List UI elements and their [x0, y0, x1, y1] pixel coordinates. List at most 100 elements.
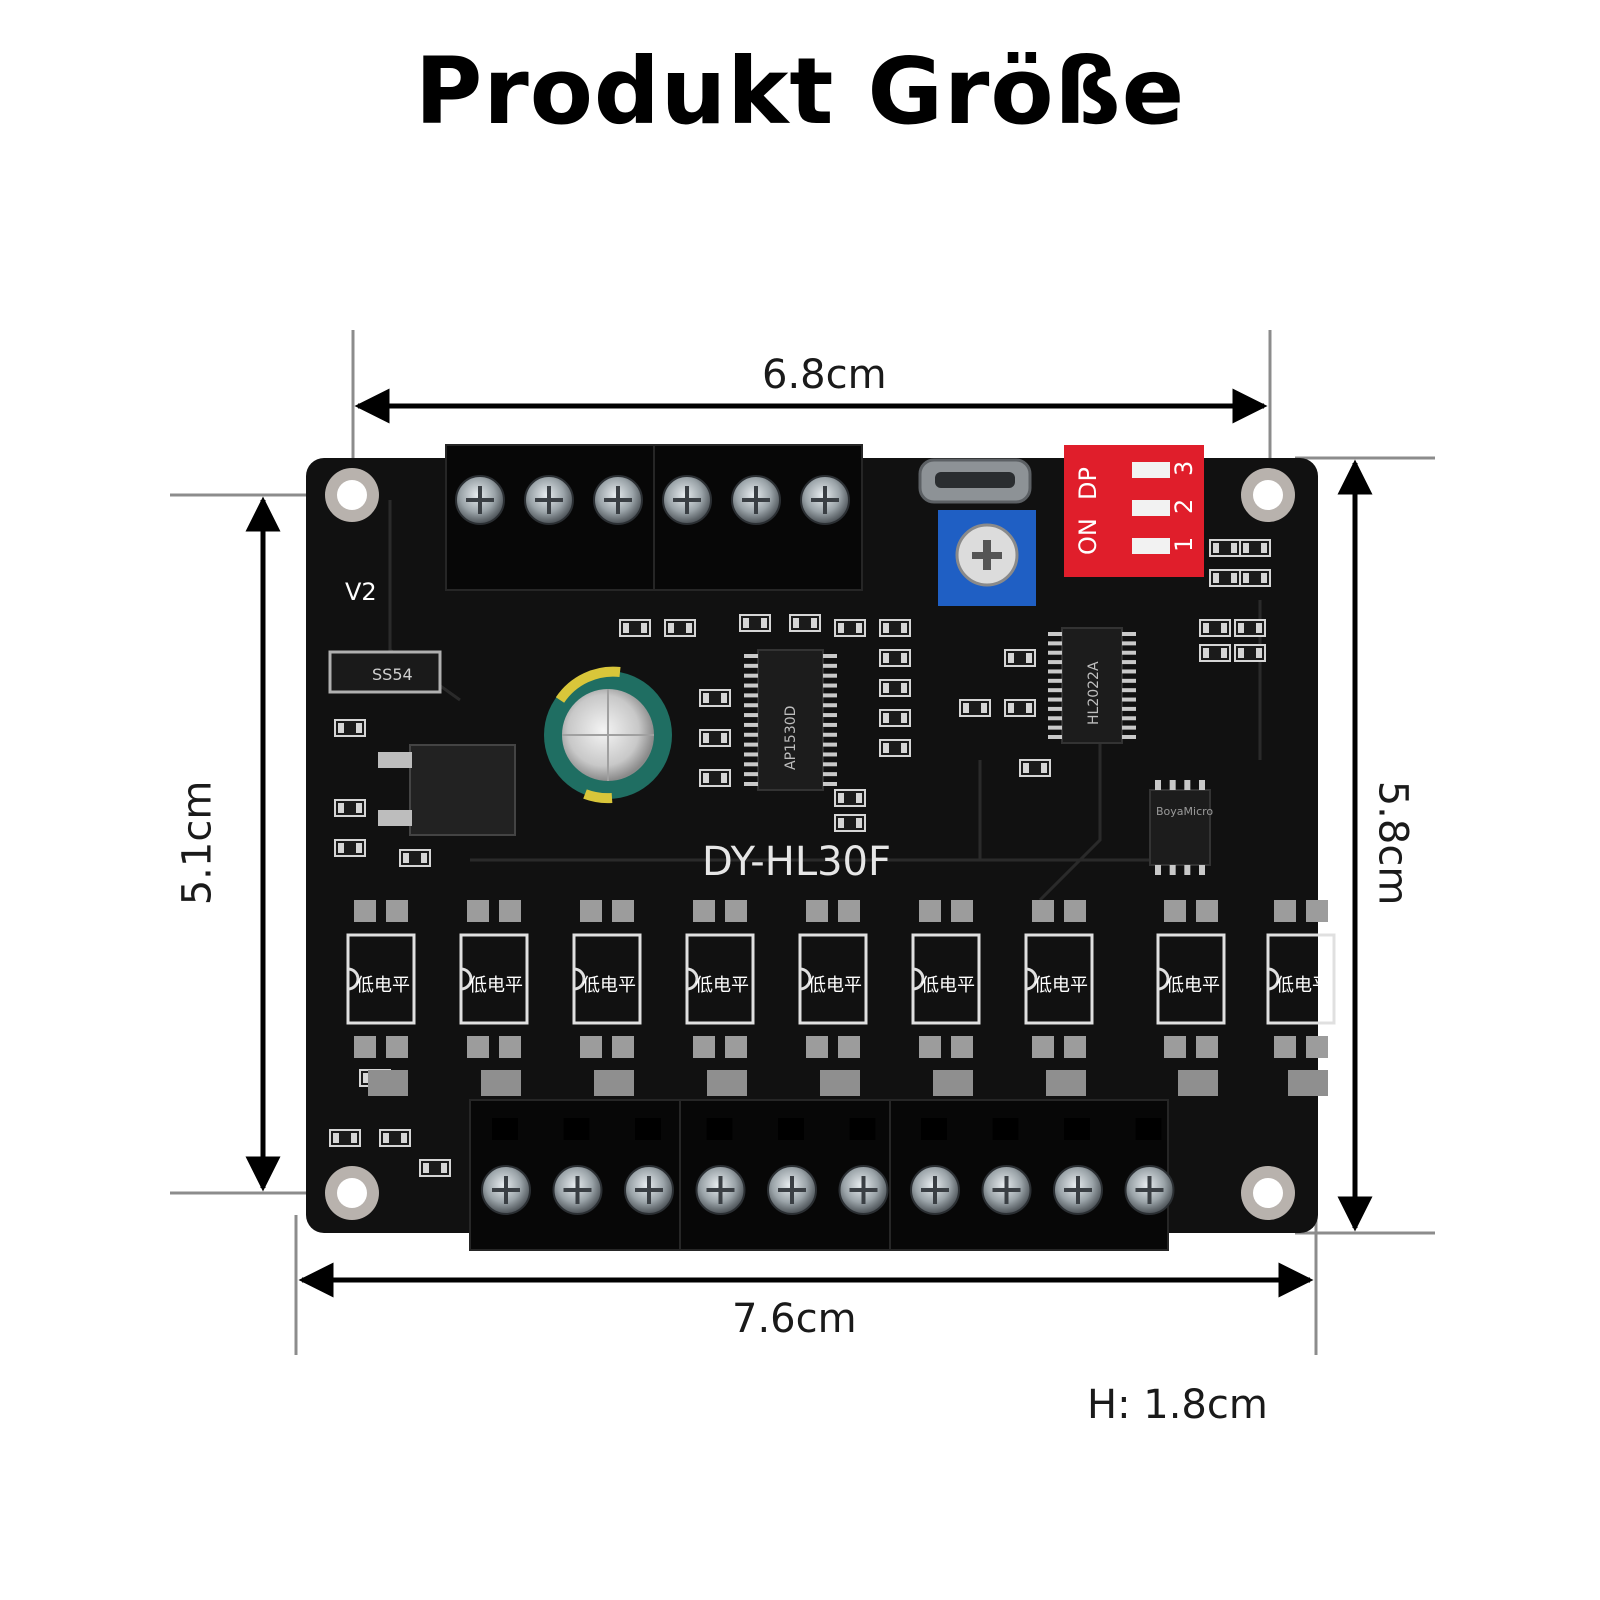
terminal-window — [992, 1118, 1019, 1140]
terminal-screw-bottom — [624, 1165, 674, 1215]
chip-pin — [744, 722, 758, 727]
dip-number-3: 3 — [1170, 461, 1198, 476]
terminal-screw-top — [731, 475, 781, 525]
smd-component — [334, 719, 366, 737]
optocoupler: 低电平 — [1156, 900, 1226, 1096]
chip-pin — [1184, 865, 1191, 875]
smd-component — [879, 709, 911, 727]
solder-pad — [1032, 1036, 1054, 1058]
smd-component — [329, 1129, 361, 1147]
optocoupler-label: 低电平 — [469, 975, 523, 996]
solder-pad — [1064, 1036, 1086, 1058]
solder-pad — [1288, 1070, 1328, 1096]
solder-pad — [354, 1036, 376, 1058]
chip-pin — [823, 742, 837, 747]
chip-pin — [823, 673, 837, 678]
terminal-screw-bottom — [981, 1165, 1032, 1215]
smd-component — [834, 814, 866, 832]
version-label: V2 — [345, 578, 377, 606]
smd-component — [619, 619, 651, 637]
chip-pin — [1169, 865, 1176, 875]
terminal-screw-top — [455, 475, 505, 525]
chip-pin — [1199, 780, 1205, 790]
smd-component — [1209, 569, 1241, 587]
solder-pad — [481, 1070, 521, 1096]
chip-pin — [823, 752, 837, 757]
smd-component — [699, 689, 731, 707]
chip-pin — [744, 762, 758, 767]
smd-component — [1209, 539, 1241, 557]
terminal-screw-bottom — [838, 1165, 889, 1215]
solder-pad — [838, 1036, 860, 1058]
chip-pin — [1048, 716, 1062, 721]
terminal-window — [1064, 1118, 1090, 1140]
secondary-chip: HL2022A — [1048, 627, 1136, 744]
solder-pad — [725, 1036, 747, 1058]
solder-pad — [499, 1036, 521, 1058]
solder-pad — [1196, 1036, 1218, 1058]
dimension-height-note: H: 1.8cm — [1087, 1382, 1268, 1428]
chip-pin — [744, 683, 758, 688]
chip-pin — [744, 752, 758, 757]
solder-pad — [1274, 1036, 1296, 1058]
terminal-screw-bottom — [910, 1165, 960, 1215]
dimension-arrows — [245, 388, 1373, 1298]
smd-component — [419, 1159, 451, 1177]
terminal-window — [1135, 1118, 1162, 1140]
chip-pin — [1122, 641, 1136, 646]
guide-lines — [170, 330, 1435, 1355]
diode-label: SS54 — [372, 665, 413, 684]
solder-pad — [612, 1036, 634, 1058]
chip-pin — [1122, 660, 1136, 665]
optocoupler-label: 低电平 — [808, 975, 862, 996]
solder-pad — [1046, 1070, 1086, 1096]
top-terminal-block — [445, 444, 863, 591]
smd-component — [1199, 619, 1231, 637]
solder-pad — [386, 900, 408, 922]
chip-pin — [744, 713, 758, 718]
smd-component — [879, 739, 911, 757]
chip-pin — [823, 782, 837, 786]
solder-pad — [467, 1036, 489, 1058]
chip-pin — [1122, 688, 1136, 693]
terminal-window — [921, 1118, 947, 1140]
chip-pin — [823, 703, 837, 708]
smd-component — [1234, 619, 1266, 637]
dimension-bottom-width: 7.6cm — [732, 1296, 857, 1342]
optocoupler-label: 低电平 — [582, 975, 636, 996]
chip-pin — [1048, 678, 1062, 683]
chip-pin — [823, 683, 837, 688]
solder-pad — [951, 900, 973, 922]
chip-pin — [1122, 678, 1136, 683]
optocoupler: 低电平 — [572, 900, 642, 1096]
chip-pin — [1048, 641, 1062, 646]
terminal-screw-bottom — [552, 1165, 603, 1215]
smd-component — [379, 1129, 411, 1147]
chip-pin — [744, 772, 758, 777]
optocoupler-label: 低电平 — [695, 975, 749, 996]
chip-pin — [1048, 688, 1062, 693]
chip-pin — [1122, 650, 1136, 655]
dimension-right-height: 5.8cm — [1369, 780, 1416, 906]
board-model-label: DY-HL30F — [702, 839, 891, 885]
smd-component — [959, 699, 991, 717]
chip-pin — [744, 663, 758, 668]
smd-component — [1239, 539, 1271, 557]
chip-pin — [1048, 735, 1062, 739]
optocoupler-label: 低电平 — [356, 975, 410, 996]
smd-component — [699, 729, 731, 747]
chip-pin — [823, 772, 837, 777]
chip-pin — [1122, 725, 1136, 730]
smd-component — [334, 839, 366, 857]
chip-pin — [823, 762, 837, 767]
solder-pad — [1164, 1036, 1186, 1058]
terminal-window — [706, 1118, 733, 1140]
chip-pin — [823, 732, 837, 737]
smd-component — [664, 619, 696, 637]
solder-pad — [612, 900, 634, 922]
dip-label-dp: DP — [1074, 467, 1102, 500]
dip-switch: ON DP 1 2 3 — [1064, 445, 1204, 577]
chip-pin — [1199, 865, 1205, 875]
terminal-screw-bottom — [767, 1165, 817, 1215]
chip-pin — [1122, 735, 1136, 739]
